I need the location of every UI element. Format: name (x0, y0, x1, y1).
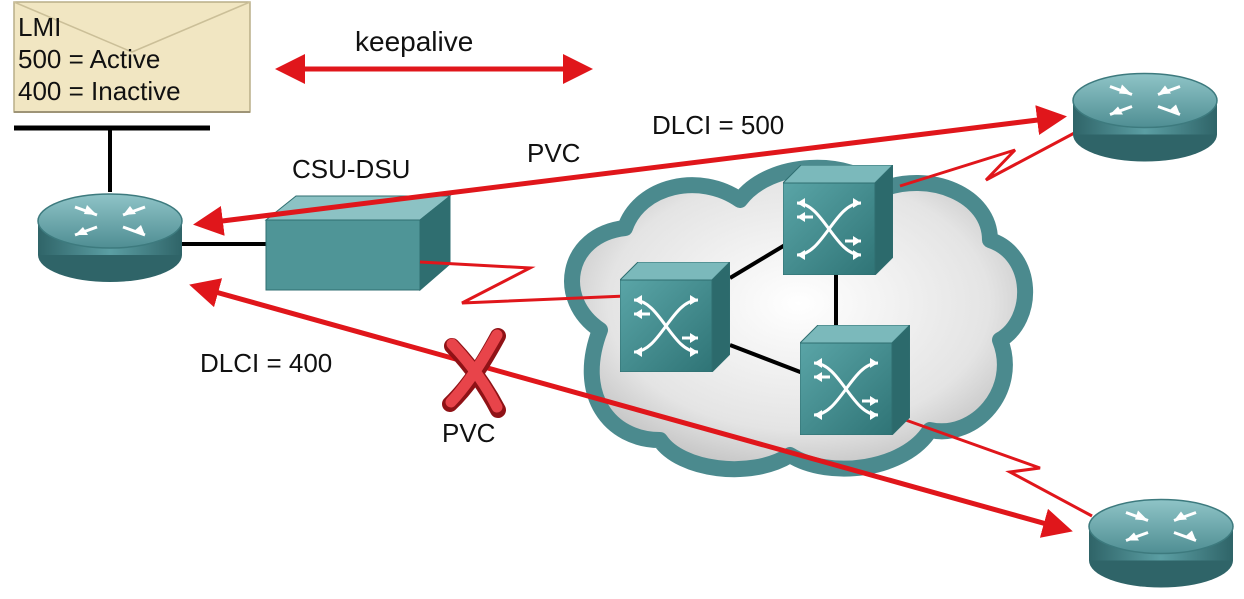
pvc-dlci-400-arrow (189, 278, 1073, 538)
dlci-400-label: DLCI = 400 (200, 348, 333, 378)
remote-router-top-icon (1071, 71, 1219, 164)
failed-pvc-x-mark-icon (442, 328, 506, 418)
lmi-note-line-active: 500 = Active (18, 44, 161, 74)
remote-router-bottom-icon (1087, 497, 1235, 590)
dlci-500-label: DLCI = 500 (652, 110, 785, 140)
keepalive-label: keepalive (355, 26, 474, 57)
pvc-top-label: PVC (527, 138, 581, 168)
frame-relay-switch-icon (783, 165, 893, 275)
frame-relay-switch-icon (620, 262, 730, 372)
csu-dsu-label: CSU-DSU (292, 154, 411, 184)
lmi-note-line-inactive: 400 = Inactive (18, 76, 181, 106)
lmi-note-title: LMI (18, 12, 62, 42)
local-router-icon (36, 192, 184, 284)
frame-relay-switch-icon (800, 325, 910, 435)
pvc-bottom-label: PVC (442, 418, 496, 448)
pvc-dlci-500-arrow (193, 105, 1067, 236)
